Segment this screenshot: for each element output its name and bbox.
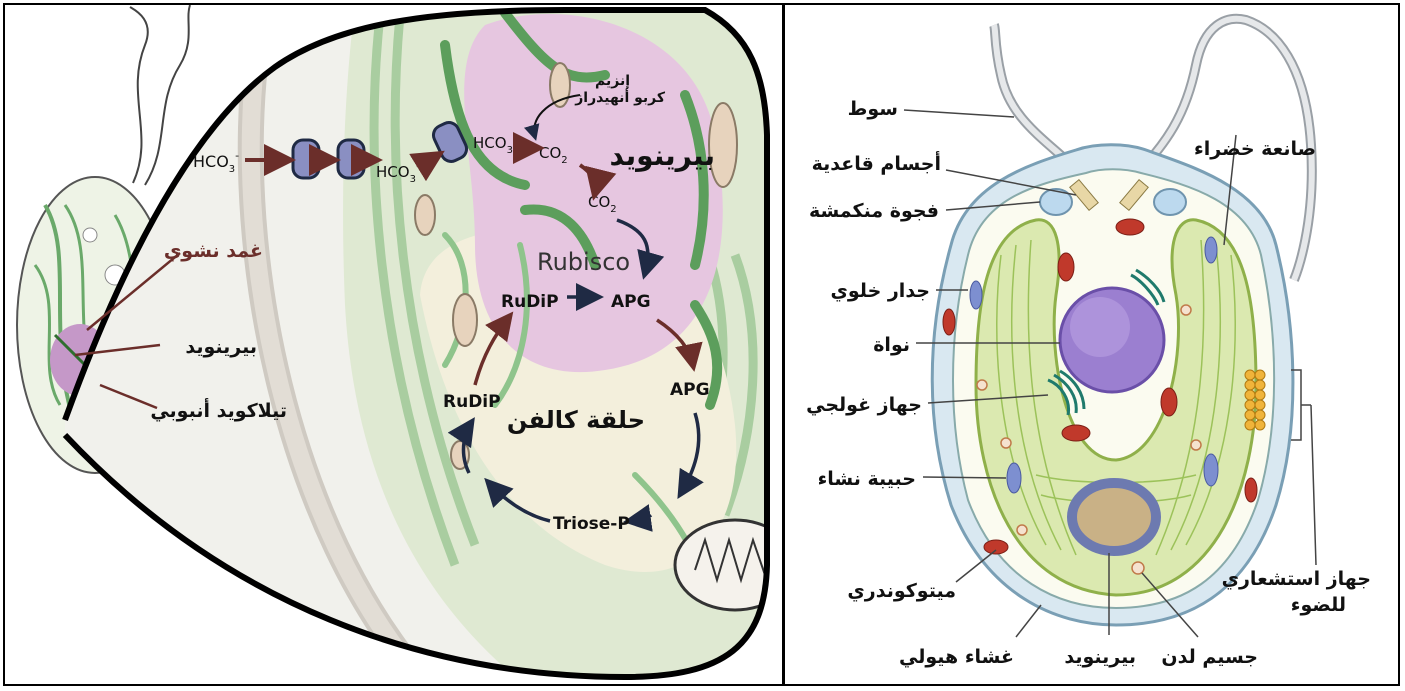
contractile-vacuole-right xyxy=(1154,189,1186,215)
mitochondrion xyxy=(1058,253,1074,281)
lipid-body xyxy=(1001,438,1011,448)
lipid-body xyxy=(1191,440,1201,450)
starch-grain xyxy=(1204,454,1218,486)
tubular-thylakoid-label: تيلاكويد أنبوبي xyxy=(150,398,287,422)
cell-wall-label: جدار خلوي xyxy=(830,280,930,303)
plasma-membrane-label: غشاء هيولي xyxy=(899,646,1014,668)
starch-grain-label: حبيبة نشاء xyxy=(818,468,916,490)
enzyme-label-line2: كربو أنهيدراز xyxy=(574,88,666,106)
chloroplast-label: صانعة خضراء xyxy=(1194,138,1316,160)
pyrenoid-large-label: بيرينويد xyxy=(609,139,715,172)
starch-grain xyxy=(970,281,982,309)
pyrenoid-label: بيرينويد xyxy=(1064,646,1136,668)
mitochondrion xyxy=(943,309,955,335)
apg-right: APG xyxy=(670,380,710,400)
mitochondrion xyxy=(984,540,1008,554)
lipid-body-label: جسيم لدن xyxy=(1161,646,1258,668)
eyespot-label-line2: للضوء xyxy=(1291,594,1346,616)
right-panel-cell-structure: سوط أجسام قاعدية فجوة منكمشة جدار خلوي ن… xyxy=(786,5,1398,685)
mitochondrion xyxy=(1116,219,1144,235)
triose-label: Triose-P xyxy=(553,514,630,534)
mitochondrion xyxy=(1245,478,1257,502)
rubisco-label: Rubisco xyxy=(537,248,630,276)
transporter-protein xyxy=(293,140,319,178)
rudip-left: RuDiP xyxy=(443,392,501,412)
calvin-cycle-label: حلقة كالفن xyxy=(507,406,645,434)
right-diagram: سوط أجسام قاعدية فجوة منكمشة جدار خلوي ن… xyxy=(786,5,1398,685)
lipid-body xyxy=(977,380,987,390)
enzyme-label-line1: إنزيم xyxy=(595,73,630,89)
lipid-body xyxy=(1181,305,1191,315)
flagellum-label: سوط xyxy=(848,98,898,120)
transporter-protein xyxy=(338,140,364,178)
mitochondria-label: ميتوكوندري xyxy=(847,580,956,603)
eyespot-leader xyxy=(1311,405,1316,565)
basal-bodies-label: أجسام قاعدية xyxy=(812,151,941,175)
contractile-vacuole-label: فجوة منكمشة xyxy=(809,200,939,222)
eyespot-label-line1: جهاز استشعاري xyxy=(1222,568,1371,591)
panel-divider xyxy=(782,3,785,686)
starch-sheath-label: غمد نشوي xyxy=(164,240,263,263)
lipid-body xyxy=(1132,562,1144,574)
pyrenoid xyxy=(1072,483,1156,551)
nucleus-label: نواة xyxy=(873,334,910,356)
small-pyrenoid-label: بيرينويد xyxy=(185,336,257,358)
left-panel-co2-mechanism: HCO3- HCO3- HCO3- CO2 CO2 Rubisco RuDiP … xyxy=(5,5,781,685)
starch-grain xyxy=(453,294,477,346)
starch-grain xyxy=(1205,237,1217,263)
left-diagram: HCO3- HCO3- HCO3- CO2 CO2 Rubisco RuDiP … xyxy=(5,5,781,685)
small-cell-flagellum-2 xyxy=(145,5,190,185)
mitochondrion xyxy=(1161,388,1177,416)
small-cell-flagellum-1 xyxy=(130,7,148,183)
rudip-top: RuDiP xyxy=(501,292,559,312)
lipid-body xyxy=(1017,525,1027,535)
mitochondrion xyxy=(1062,425,1090,441)
starch-grain xyxy=(1007,463,1021,493)
starch-grain xyxy=(415,195,435,235)
apg-top: APG xyxy=(611,292,651,312)
golgi-label: جهاز غولجي xyxy=(806,394,922,416)
zoomed-chloroplast xyxy=(5,5,781,685)
